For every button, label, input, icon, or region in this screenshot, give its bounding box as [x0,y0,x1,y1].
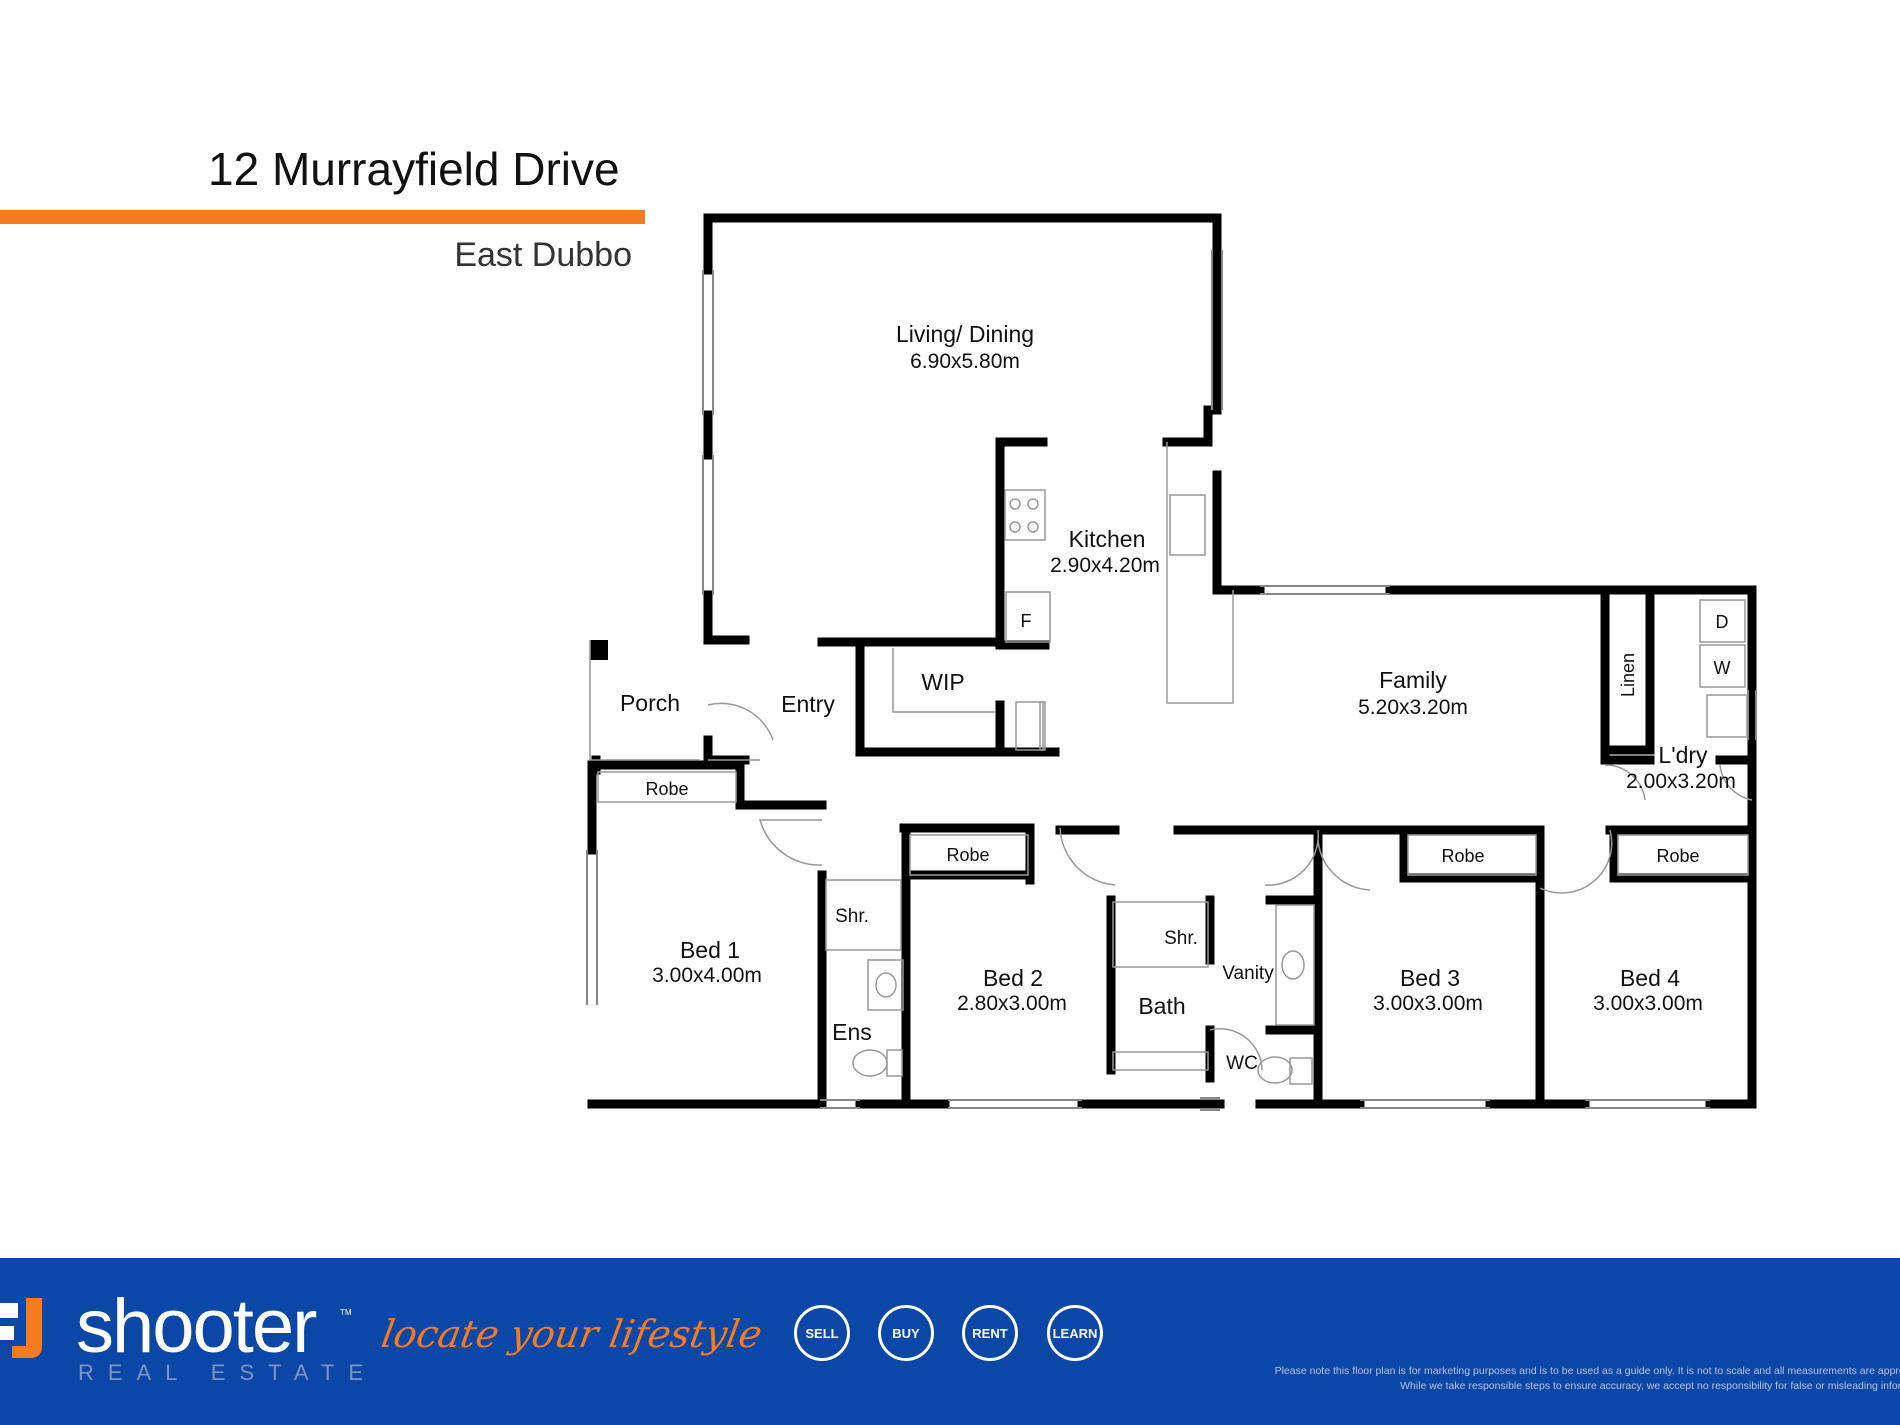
bath-door-swing [1264,829,1320,886]
dryer-box [1699,599,1746,643]
robe-bed4-label: Robe [1656,846,1699,866]
rent-button[interactable]: RENT [962,1305,1018,1361]
wip-shelf [892,648,995,713]
room-bed3-name: Bed 3 [1400,965,1460,991]
room-laundry-dims: 2.00x3.20m [1626,770,1736,793]
room-wip-name: WIP [921,669,964,695]
room-family-name: Family [1379,667,1447,693]
brand-wordmark: shooter [76,1284,317,1369]
floor-plan: Living/ Dining 6.90x5.80m Kitchen 2.90x4… [586,213,1757,1111]
room-bed2-name: Bed 2 [983,965,1043,991]
washer-box [1699,644,1746,688]
ens-vanity [867,959,904,1011]
porch-outline [589,640,700,761]
bed3-door-swing [1317,839,1371,891]
room-wc-name: WC [1226,1053,1258,1074]
wall-living-east-lower [1212,470,1265,595]
windows [586,250,1757,1111]
wall-north-family [1385,585,1757,1109]
porch-post [590,640,608,660]
bed1-door-swing [759,819,823,866]
footer-bar [0,1258,1900,1425]
bath-shower [1112,901,1209,968]
room-bed1-dims: 3.00x4.00m [652,964,762,987]
ens-shower-label: Shr. [835,906,869,927]
bed2-door-swing [1059,827,1116,886]
learn-button[interactable]: LEARN [1047,1305,1103,1361]
room-kitchen-name: Kitchen [1069,526,1146,552]
buy-button[interactable]: BUY [878,1305,934,1361]
sj-logo-mark [0,1298,42,1358]
robe-bed2-label: Robe [946,845,989,865]
room-bed4-dims: 3.00x3.00m [1593,992,1703,1015]
fixtures [589,442,1753,1085]
disclaimer-line-2: While we take responsible steps to ensur… [1400,1380,1900,1392]
room-bed3-dims: 3.00x3.00m [1373,992,1483,1015]
room-bed1-name: Bed 1 [680,937,740,963]
washer-label: W [1714,658,1731,678]
room-porch-name: Porch [620,690,680,716]
bathtub-edge [1112,1051,1209,1071]
robe-bed3-label: Robe [1441,846,1484,866]
disclaimer-line-1: Please note this floor plan is for marke… [1274,1365,1900,1377]
room-bath-name: Bath [1138,993,1185,1019]
walls [587,213,1757,1109]
room-laundry-name: L'dry [1658,742,1708,768]
wc-toilet [1257,1056,1293,1084]
laundry-door-swing [1604,764,1646,801]
room-entry-name: Entry [781,691,835,717]
sell-button[interactable]: SELL [794,1305,850,1361]
bed4-door-swing [1539,829,1613,894]
property-suburb: East Dubbo [454,236,632,274]
room-family-dims: 5.20x3.20m [1358,696,1468,719]
brand-subtitle: REAL ESTATE [78,1360,378,1385]
kitchen-island [1166,442,1234,704]
room-ens-name: Ens [832,1019,872,1045]
entry-door-swing [707,702,774,761]
linen-label: Linen [1618,653,1638,697]
robe-bed1-label: Robe [645,779,688,799]
room-living-name: Living/ Dining [896,321,1034,347]
fridge-label: F [1021,611,1032,631]
wc-door-swing [1209,1028,1263,1071]
wall-north-living [703,213,1222,415]
fridge-box [1005,591,1051,643]
dryer-label: D [1716,612,1729,632]
bath-shower-label: Shr. [1164,928,1198,949]
ens-toilet [852,1049,888,1077]
cooktop [1004,489,1046,541]
property-address-title: 12 Murrayfield Drive [208,143,620,195]
laundry-tub [1706,694,1748,738]
room-living-dims: 6.90x5.80m [910,350,1020,373]
vanity-bench [1275,904,1315,1026]
brand-tm: TM [340,1308,352,1317]
room-bed4-name: Bed 4 [1620,965,1680,991]
ens-shower [825,879,902,951]
title-accent-bar [0,210,645,224]
room-bed2-dims: 2.80x3.00m [957,992,1067,1015]
kitchen-sink [1169,494,1206,556]
disclaimer-text: Please note this floor plan is for marke… [1150,1364,1900,1394]
room-vanity-name: Vanity [1222,963,1274,984]
room-kitchen-dims: 2.90x4.20m [1050,554,1160,577]
brand-tagline: locate your lifestyle [378,1312,766,1356]
